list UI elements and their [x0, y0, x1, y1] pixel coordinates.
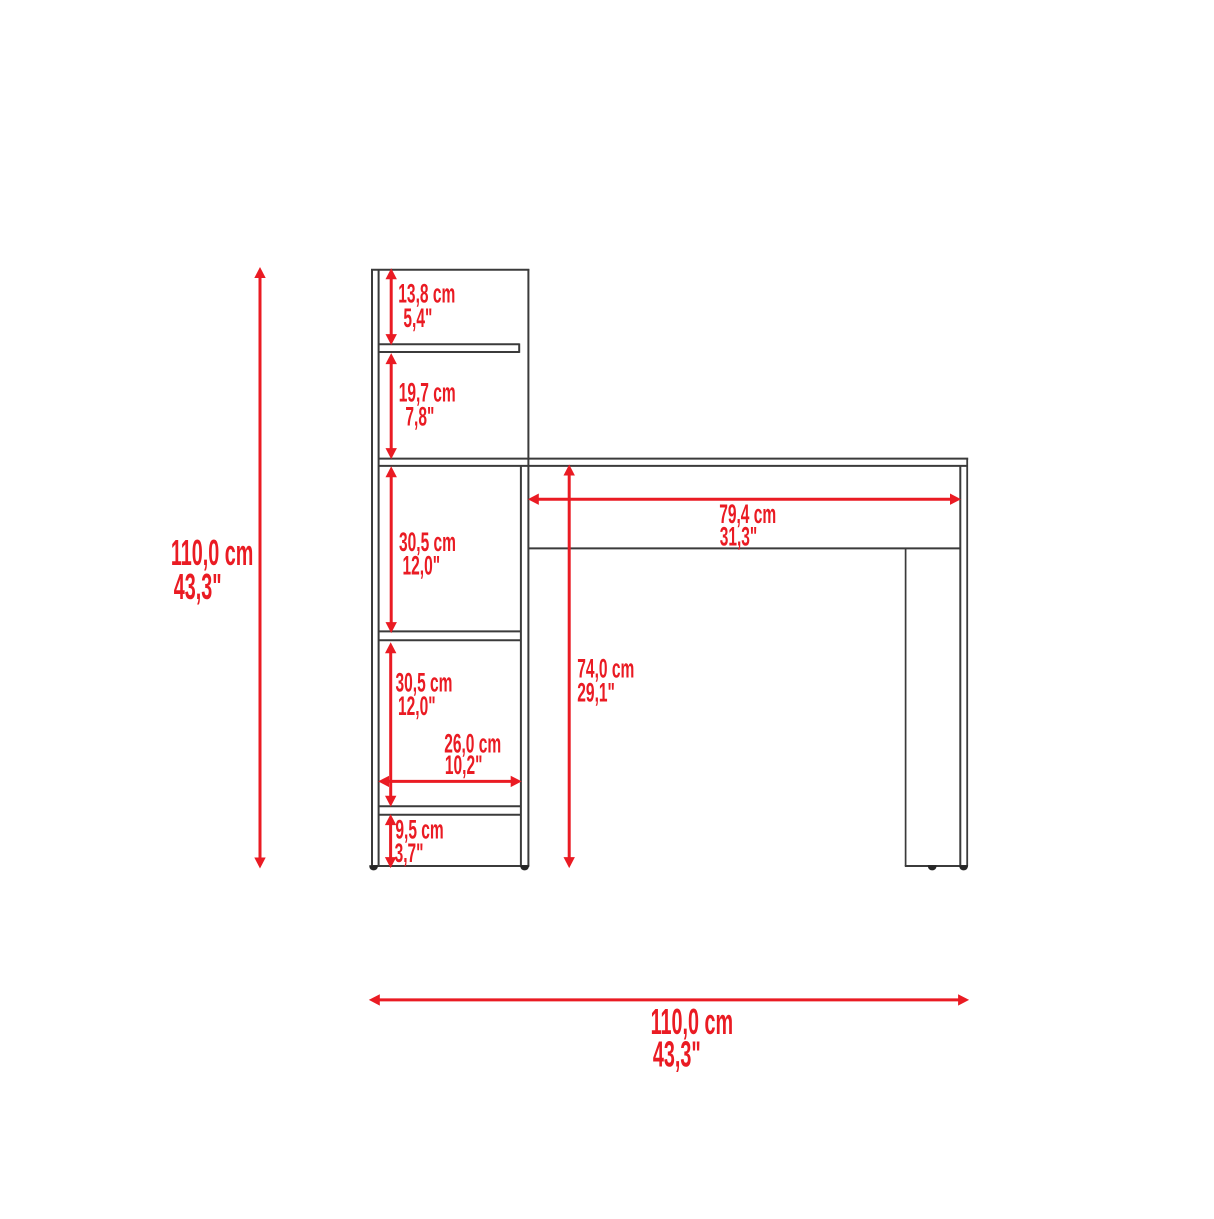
- svg-text:26,0 cm: 26,0 cm: [444, 728, 501, 759]
- svg-text:9,5 cm: 9,5 cm: [395, 814, 443, 845]
- svg-text:5,4": 5,4": [403, 302, 432, 333]
- svg-text:30,5 cm: 30,5 cm: [396, 667, 453, 698]
- svg-text:10,2": 10,2": [445, 749, 483, 780]
- svg-text:12,0": 12,0": [403, 550, 441, 581]
- svg-text:74,0 cm: 74,0 cm: [577, 653, 634, 684]
- svg-text:3,7": 3,7": [395, 837, 424, 868]
- svg-text:31,3": 31,3": [720, 521, 758, 552]
- svg-text:110,0 cm: 110,0 cm: [651, 1003, 733, 1043]
- svg-text:30,5 cm: 30,5 cm: [399, 526, 456, 557]
- svg-text:43,3": 43,3": [174, 568, 222, 608]
- svg-text:13,8 cm: 13,8 cm: [398, 278, 455, 309]
- svg-text:110,0 cm: 110,0 cm: [171, 534, 253, 574]
- svg-text:43,3": 43,3": [653, 1036, 701, 1076]
- svg-text:29,1": 29,1": [577, 677, 615, 708]
- svg-text:12,0": 12,0": [398, 690, 436, 721]
- svg-text:19,7 cm: 19,7 cm: [399, 377, 456, 408]
- svg-text:7,8": 7,8": [405, 401, 434, 432]
- svg-text:79,4 cm: 79,4 cm: [719, 498, 776, 529]
